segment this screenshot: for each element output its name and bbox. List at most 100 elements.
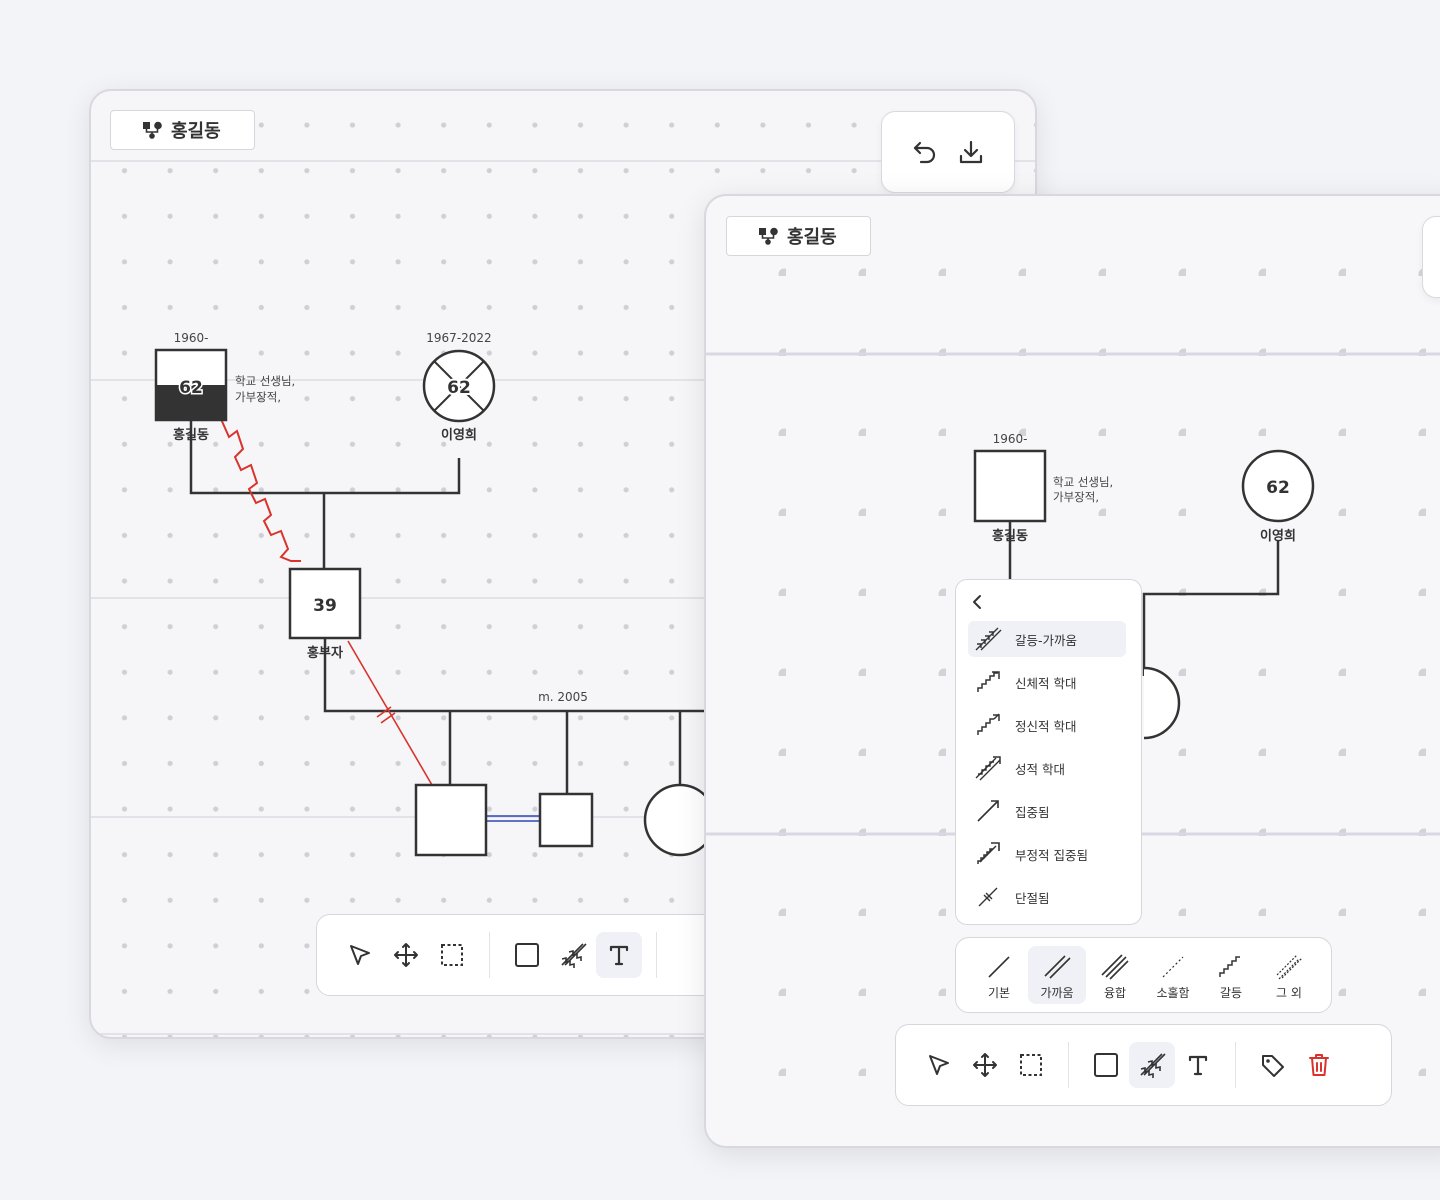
person-father-back[interactable]: 62 xyxy=(154,348,228,422)
action-panel-front xyxy=(1422,216,1440,298)
back-chevron-icon[interactable] xyxy=(968,592,988,612)
genogram-title-chip-front[interactable]: 홍길동 xyxy=(726,216,871,256)
father-years-front: 1960- xyxy=(993,432,1028,446)
genogram-title-chip[interactable]: 홍길동 xyxy=(110,110,255,150)
move-icon xyxy=(973,1053,997,1077)
move-tool-button[interactable] xyxy=(383,932,429,978)
line-style-fused[interactable]: 융합 xyxy=(1086,946,1144,1004)
person-son-back[interactable]: 39 xyxy=(288,567,362,640)
line-style-label: 갈등 xyxy=(1219,986,1243,1000)
trash-icon xyxy=(1309,1054,1329,1076)
cursor-icon xyxy=(929,1055,949,1075)
select-tool-button[interactable] xyxy=(337,932,383,978)
relation-tool-button[interactable] xyxy=(550,932,596,978)
action-panel-back xyxy=(881,111,1015,193)
family-lines-back xyxy=(189,420,731,794)
conflict-close-line-icon xyxy=(975,627,1002,651)
line-style-label: 그 외 xyxy=(1276,986,1302,1000)
line-style-picker: 기본 가까움 융합 소홀함 갈등 그 외 xyxy=(955,937,1332,1013)
move-icon xyxy=(394,943,418,967)
line-style-label: 융합 xyxy=(1103,986,1127,1000)
conflict-line-icon xyxy=(1219,956,1240,977)
marriage-label: m. 2005 xyxy=(538,690,588,704)
line-style-other[interactable]: 그 외 xyxy=(1260,946,1318,1004)
line-style-conflict[interactable]: 갈등 xyxy=(1202,946,1260,1004)
toolbar-front xyxy=(895,1024,1392,1106)
father-name: 홍길동 xyxy=(173,427,209,443)
tag-tool-button[interactable] xyxy=(1250,1042,1296,1088)
mother-years: 1967-2022 xyxy=(426,331,491,345)
move-tool-button[interactable] xyxy=(962,1042,1008,1088)
delete-button[interactable] xyxy=(1296,1042,1342,1088)
relation-tool-button[interactable] xyxy=(1129,1042,1175,1088)
genogram-icon xyxy=(759,227,778,245)
cutoff-relation-line[interactable] xyxy=(347,640,433,786)
person-child-1[interactable] xyxy=(414,783,488,857)
undo-icon xyxy=(913,141,936,164)
toolbar-divider xyxy=(1235,1042,1236,1088)
fused-line-icon xyxy=(1101,954,1129,980)
father-note-front-line2: 가부장적, xyxy=(1053,490,1099,504)
menu-item-physical-abuse[interactable]: 신체적 학대 xyxy=(968,664,1126,700)
text-tool-button[interactable] xyxy=(596,932,642,978)
menu-item-label: 갈등-가까움 xyxy=(1015,632,1078,648)
father-note-front-line1: 학교 선생님, xyxy=(1053,475,1113,489)
conflict-relation-line[interactable] xyxy=(220,418,301,562)
close-line-icon xyxy=(1044,955,1071,979)
relation-line-icon xyxy=(561,943,587,968)
relation-type-menu: 갈등-가까움 신체적 학대 정신적 학대 성적 학대 집중됨 부정적 집중됨 단… xyxy=(955,579,1142,925)
text-icon xyxy=(1188,1055,1208,1076)
shape-tool-button[interactable] xyxy=(1083,1042,1129,1088)
emotional-abuse-line-icon xyxy=(977,713,1000,735)
cutoff-line-icon xyxy=(978,887,998,907)
fused-relation-line[interactable] xyxy=(486,815,540,822)
toolbar-back xyxy=(316,914,736,996)
mother-age-front: 62 xyxy=(1266,478,1290,498)
person-mother-front[interactable]: 62 xyxy=(1241,449,1315,523)
relation-line-icon xyxy=(1140,1053,1166,1078)
sexual-abuse-line-icon xyxy=(975,756,1001,781)
person-mother-back[interactable]: 62 xyxy=(422,349,496,423)
menu-item-focused[interactable]: 집중됨 xyxy=(968,793,1126,829)
shape-tool-button[interactable] xyxy=(504,932,550,978)
square-icon xyxy=(515,943,539,967)
menu-item-label: 집중됨 xyxy=(1015,804,1050,820)
text-tool-button[interactable] xyxy=(1175,1042,1221,1088)
undo-button[interactable] xyxy=(911,138,939,166)
cursor-icon xyxy=(350,945,370,965)
person-child-2[interactable] xyxy=(538,792,594,848)
line-style-label: 가까움 xyxy=(1040,986,1074,1000)
menu-item-sexual-abuse[interactable]: 성적 학대 xyxy=(968,750,1126,786)
line-style-distant[interactable]: 소홀함 xyxy=(1144,946,1202,1004)
father-note-line2: 가부장적, xyxy=(235,390,281,404)
square-icon xyxy=(1094,1053,1118,1077)
menu-item-cutoff[interactable]: 단절됨 xyxy=(968,879,1126,915)
toolbar-divider xyxy=(489,932,490,978)
line-style-basic[interactable]: 기본 xyxy=(970,946,1028,1004)
father-note-line1: 학교 선생님, xyxy=(235,374,295,388)
son-age: 39 xyxy=(313,596,337,616)
marquee-tool-button[interactable] xyxy=(429,932,475,978)
menu-item-label: 부정적 집중됨 xyxy=(1015,847,1088,863)
menu-item-emotional-abuse[interactable]: 정신적 학대 xyxy=(968,707,1126,743)
genogram-title-front: 홍길동 xyxy=(787,227,837,248)
text-icon xyxy=(609,945,629,966)
father-name-front: 홍길동 xyxy=(992,528,1028,544)
menu-item-label: 성적 학대 xyxy=(1015,761,1065,777)
download-button[interactable] xyxy=(957,138,985,166)
father-years: 1960- xyxy=(174,331,209,345)
marquee-icon xyxy=(441,944,463,966)
person-partial-circle[interactable] xyxy=(1143,666,1181,740)
menu-item-label: 신체적 학대 xyxy=(1015,675,1077,691)
marquee-tool-button[interactable] xyxy=(1008,1042,1054,1088)
mother-name-front: 이영희 xyxy=(1260,528,1296,544)
toolbar-divider xyxy=(656,932,657,978)
son-name: 홍부자 xyxy=(307,645,343,661)
line-style-close[interactable]: 가까움 xyxy=(1028,946,1086,1004)
focused-line-icon xyxy=(977,800,999,822)
negative-focused-line-icon xyxy=(977,842,1000,864)
menu-item-negative-focused[interactable]: 부정적 집중됨 xyxy=(968,836,1126,872)
person-father-front[interactable] xyxy=(973,449,1047,523)
select-tool-button[interactable] xyxy=(916,1042,962,1088)
menu-item-conflict-close[interactable]: 갈등-가까움 xyxy=(968,621,1126,657)
